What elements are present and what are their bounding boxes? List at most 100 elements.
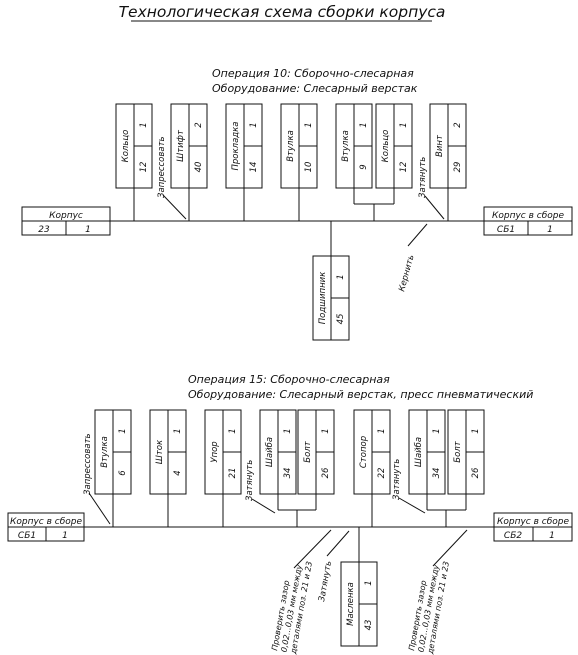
diagram-title: Технологическая схема сборки корпуса (119, 3, 446, 21)
svg-text:Затянуть: Затянуть (418, 157, 428, 198)
part-qty: 1 (399, 122, 409, 127)
part-pos: 45 (336, 314, 346, 325)
op10-result-box: Корпус в сборе СБ1 1 (483, 206, 573, 236)
part-qty: 2 (194, 122, 204, 127)
op10-bearing-box: Подшипник 1 45 (312, 255, 350, 341)
op15-part-box: Стопор 1 22 (353, 409, 391, 495)
part-qty: 1 (139, 122, 149, 127)
op15-pair-connector (277, 494, 317, 527)
op10-part-box: Штифт 2 40 (170, 103, 208, 189)
part-name: Штифт (176, 129, 186, 162)
op15-base-qty: 1 (62, 531, 68, 541)
part-qty: 2 (453, 122, 463, 127)
op15-part-box: Болт 1 26 (297, 409, 335, 495)
part-name: Винт (435, 134, 445, 157)
part-name: Втулка (286, 130, 296, 162)
op15-note-tighten-1: Затянуть (245, 460, 276, 514)
part-pos: 12 (139, 162, 149, 173)
op15-part-box: Втулка 1 6 (94, 409, 132, 495)
op10-note-punch: Кернить (397, 223, 428, 293)
part-pos: 10 (304, 162, 314, 173)
part-name: Кольцо (121, 130, 131, 163)
op15-part-box: Шайба 1 34 (259, 409, 297, 495)
op15-base-box: Корпус в сборе СБ1 1 (7, 512, 85, 542)
op10-result-name: Корпус в сборе (492, 211, 565, 221)
part-name: Болт (303, 440, 313, 462)
op15-result-pos: СБ2 (504, 531, 522, 541)
part-pos: 4 (173, 470, 183, 475)
svg-text:Затянуть: Затянуть (392, 459, 402, 500)
part-pos: 40 (194, 162, 204, 173)
part-qty: 1 (364, 580, 374, 585)
part-pos: 22 (377, 468, 387, 479)
svg-text:Затянуть: Затянуть (245, 460, 255, 501)
op10-base-qty: 1 (85, 225, 91, 235)
part-qty: 1 (249, 122, 259, 127)
operation-10: Операция 10: Сборочно-слесарная Оборудов… (21, 67, 573, 341)
svg-text:Проверить зазор 0,02..: Проверить зазор 0,02...0,03 мм между дет… (270, 557, 314, 655)
part-pos: 43 (364, 620, 374, 631)
part-qty: 1 (173, 428, 183, 433)
op15-part-box: Болт 1 26 (447, 409, 485, 495)
part-pos: 34 (283, 468, 293, 479)
part-pos: 6 (118, 470, 128, 476)
part-qty: 1 (228, 428, 238, 433)
op10-base-pos: 23 (38, 225, 50, 235)
op10-result-pos: СБ1 (497, 225, 515, 235)
part-pos: 21 (228, 468, 238, 479)
op15-base-name: Корпус в сборе (10, 517, 83, 527)
part-qty: 1 (432, 428, 442, 433)
svg-text:Запрессовать: Запрессовать (157, 136, 167, 198)
op15-note-check-2: Проверить зазор 0,02...0,03 мм между дет… (407, 529, 468, 655)
part-name: Втулка (100, 436, 110, 468)
part-qty: 1 (471, 428, 481, 433)
part-name: Кольцо (381, 130, 391, 163)
op10-part-box: Втулка 1 9 (335, 103, 373, 189)
op10-pair-connector (353, 188, 395, 221)
op10-part-box: Винт 2 29 (429, 103, 467, 189)
svg-text:Проверить зазор 0,02..: Проверить зазор 0,02...0,03 мм между дет… (407, 557, 451, 655)
part-qty: 1 (118, 428, 128, 433)
op10-part-box: Прокладка 1 14 (225, 103, 263, 189)
part-name: Шток (155, 439, 165, 464)
part-pos: 34 (432, 468, 442, 479)
op15-oiler-box: Масленка 1 43 (340, 561, 378, 647)
part-name: Подшипник (318, 271, 328, 324)
part-pos: 12 (399, 162, 409, 173)
part-pos: 26 (321, 467, 331, 478)
part-pos: 14 (249, 162, 259, 173)
op10-equipment: Оборудование: Слесарный верстак (212, 82, 418, 95)
op10-part-box: Кольцо 1 12 (375, 103, 413, 189)
part-name: Болт (453, 440, 463, 462)
part-qty: 1 (321, 428, 331, 433)
svg-text:Затянуть: Затянуть (317, 560, 334, 602)
op15-result-name: Корпус в сборе (497, 517, 570, 527)
part-qty: 1 (359, 122, 369, 127)
op15-note-tighten-2: Затянуть (392, 459, 426, 514)
part-qty: 1 (377, 428, 387, 433)
op10-result-qty: 1 (547, 225, 553, 235)
op10-heading: Операция 10: Сборочно-слесарная (212, 67, 414, 80)
part-name: Шайба (414, 437, 424, 467)
op15-pair-connector (426, 494, 467, 527)
op15-part-box: Упор 1 21 (204, 409, 242, 495)
op10-note-press: Запрессовать (157, 136, 187, 220)
svg-text:Запрессовать: Запрессовать (83, 433, 93, 495)
op15-note-press: Запрессовать (83, 433, 111, 525)
op10-base-name: Корпус (49, 211, 83, 221)
operation-15: Операция 15: Сборочно-слесарная Оборудов… (7, 373, 573, 655)
op15-heading: Операция 15: Сборочно-слесарная (188, 373, 390, 386)
op10-part-box: Втулка 1 10 (280, 103, 318, 189)
part-pos: 29 (453, 162, 463, 173)
op10-base-box: Корпус 23 1 (21, 206, 111, 236)
op15-result-box: Корпус в сборе СБ2 1 (493, 512, 573, 542)
op15-part-box: Шток 1 4 (149, 409, 187, 495)
part-pos: 9 (359, 164, 369, 169)
op15-equipment: Оборудование: Слесарный верстак, пресс п… (188, 388, 533, 401)
part-qty: 1 (304, 122, 314, 127)
part-name: Шайба (265, 437, 275, 467)
op15-result-qty: 1 (549, 531, 555, 541)
op10-part-box: Кольцо 1 12 (115, 103, 153, 189)
part-qty: 1 (283, 428, 293, 433)
